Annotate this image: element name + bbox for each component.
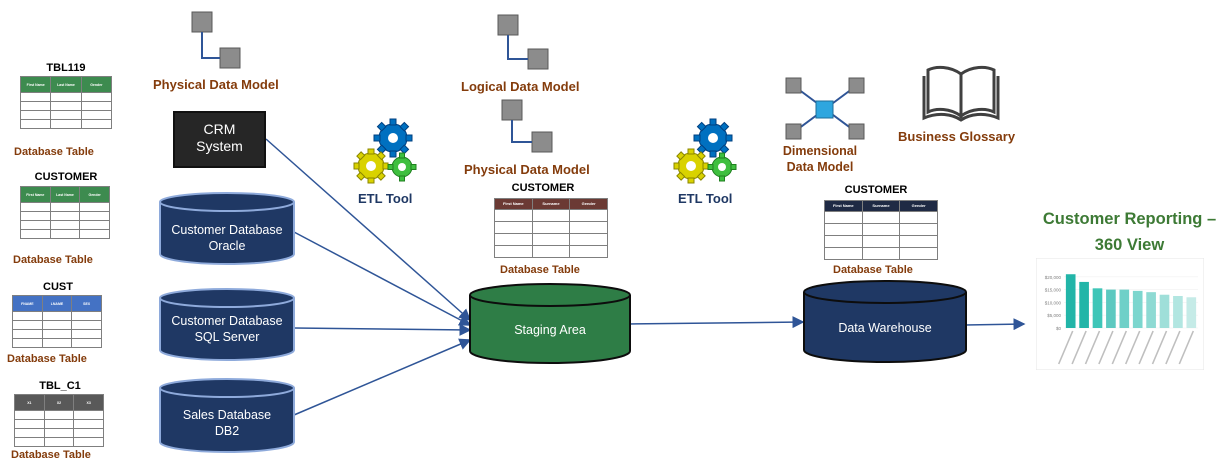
category-label-placeholder <box>1151 330 1168 365</box>
arrow-db2-to-staging <box>293 338 472 416</box>
source-table-caption: Database Table <box>14 146 94 158</box>
category-label-placeholder <box>1071 330 1087 365</box>
physical-data-model-label: Physical Data Model <box>464 162 590 177</box>
data-model-icon <box>191 11 241 69</box>
chart-bar <box>1079 281 1089 328</box>
oracle-database-label: Customer Database Oracle <box>171 223 283 253</box>
y-tick-label: $20,000 <box>1045 275 1062 280</box>
category-label-placeholder <box>1178 330 1195 365</box>
chart-bar <box>1106 289 1116 328</box>
category-label-placeholder <box>1165 330 1181 365</box>
customer-360-bar-chart: $0 $5,000 $10,000 $15,000 $20,000 <box>1036 258 1204 370</box>
staging-table-caption: Database Table <box>500 264 580 276</box>
gears-icon <box>673 118 737 184</box>
y-tick-label: $10,000 <box>1045 300 1062 305</box>
category-label-placeholder <box>1084 330 1101 365</box>
physical-data-model-label: Physical Data Model <box>153 77 279 92</box>
dimensional-data-model-label: Dimensional Data Model <box>782 144 858 174</box>
chart-bar <box>1146 292 1156 328</box>
customer-reporting-title: Customer Reporting – 360 View <box>1042 210 1217 254</box>
source-table-caption: Database Table <box>7 353 87 365</box>
data-warehouse-label: Data Warehouse <box>838 321 932 335</box>
staging-area-cylinder <box>469 283 631 364</box>
db2-database-cylinder <box>159 378 295 453</box>
chart-bar <box>1186 297 1197 328</box>
sqlserver-database-label: Customer Database SQL Server <box>171 314 283 344</box>
arrow-crm-to-staging <box>265 138 472 321</box>
arrow-warehouse-to-reporting <box>964 318 1026 331</box>
sqlserver-database-cylinder <box>159 288 295 361</box>
chart-bar <box>1065 274 1076 328</box>
business-glossary-label: Business Glossary <box>898 129 1016 144</box>
source-table-name: CUSTOMER <box>34 171 98 183</box>
source-table-caption: Database Table <box>13 254 93 266</box>
chart-bar <box>1159 294 1170 328</box>
oracle-database-cylinder <box>159 192 295 265</box>
db2-database-label: Sales Database DB2 <box>182 408 272 438</box>
etl-tool-label: ETL Tool <box>358 191 413 206</box>
y-tick-label: $0 <box>1056 326 1062 331</box>
arrow-staging-to-warehouse <box>627 316 805 329</box>
arrow-oracle-to-staging <box>293 231 472 326</box>
data-warehouse-cylinder <box>803 280 967 363</box>
source-table-name: TBL_C1 <box>39 380 81 392</box>
logical-data-model-label: Logical Data Model <box>461 79 580 94</box>
etl-tool-label: ETL Tool <box>678 191 733 206</box>
source-table-name: TBL119 <box>46 62 86 74</box>
data-model-icon <box>501 99 553 153</box>
chart-bar <box>1092 288 1103 328</box>
chart-bar <box>1173 296 1183 328</box>
chart-bar <box>1132 290 1143 328</box>
category-label-placeholder <box>1098 330 1114 365</box>
y-tick-label: $5,000 <box>1047 313 1061 318</box>
source-table-caption: Database Table <box>11 449 91 461</box>
category-label-placeholder <box>1057 330 1074 365</box>
warehouse-table-name: CUSTOMER <box>844 184 908 196</box>
y-tick-label: $15,000 <box>1045 288 1062 293</box>
star-schema-icon <box>785 77 865 140</box>
crm-system-box: CRM System <box>173 111 266 168</box>
category-label-placeholder <box>1138 330 1154 365</box>
warehouse-table-caption: Database Table <box>833 264 913 276</box>
staging-table-name: CUSTOMER <box>511 182 575 194</box>
category-label-placeholder <box>1111 330 1128 365</box>
chart-bar <box>1119 289 1130 328</box>
staging-area-label: Staging Area <box>514 323 586 337</box>
category-label-placeholder <box>1124 330 1141 365</box>
gears-icon <box>353 118 417 184</box>
book-icon <box>922 58 1000 122</box>
arrow-sqlserver-to-staging <box>293 323 472 336</box>
data-model-icon <box>497 14 549 70</box>
source-table-name: CUST <box>43 281 73 293</box>
